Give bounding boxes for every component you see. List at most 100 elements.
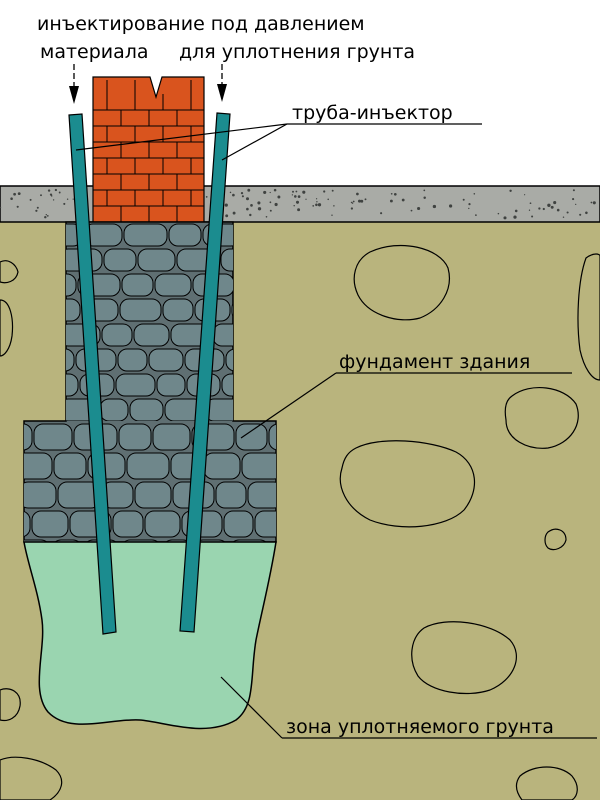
gravel-speck <box>72 198 74 200</box>
gravel-speck <box>351 202 354 204</box>
gravel-speck <box>317 203 322 207</box>
foundation-stone <box>254 510 276 538</box>
foundation-stone <box>223 510 254 538</box>
foundation-stone <box>66 348 75 372</box>
gravel-speck <box>247 188 251 192</box>
gravel-speck <box>40 194 42 197</box>
gravel-speck <box>547 203 551 207</box>
foundation-stone <box>53 452 87 480</box>
soil-pebbles <box>0 244 600 800</box>
gravel-speck <box>47 189 51 192</box>
leader-injector-left <box>75 123 288 151</box>
leader-lines <box>75 123 597 739</box>
pebble <box>0 756 63 800</box>
foundation-stone <box>231 302 233 318</box>
gravel-speck <box>356 192 359 196</box>
gravel-speck <box>50 195 53 197</box>
foundation-stone <box>168 223 202 247</box>
injector-pipes <box>68 112 231 635</box>
gravel-speck <box>297 195 301 198</box>
gravel-speck <box>63 202 66 205</box>
gravel-speck <box>294 195 297 198</box>
foundation-stone <box>129 398 164 421</box>
pebble <box>339 440 476 528</box>
pebble <box>353 244 450 321</box>
gravel-speck <box>542 207 545 211</box>
label-injection-line2-left: материала <box>40 41 149 63</box>
gravel-speck <box>423 189 426 192</box>
gravel-speck <box>448 204 453 208</box>
gravel-speck <box>315 198 318 200</box>
gravel-speck <box>553 201 557 205</box>
gravel-speck <box>224 203 228 207</box>
gravel-speck <box>29 198 32 201</box>
foundation-stone <box>117 348 148 372</box>
gravel-speck <box>514 209 518 213</box>
foundation-stone <box>101 323 133 347</box>
foundation-stone <box>33 423 73 451</box>
pebble <box>577 253 600 381</box>
gravel-speck <box>10 197 13 200</box>
gravel-speck <box>566 211 569 214</box>
foundation-stone <box>144 510 181 538</box>
gravel-speck <box>316 201 318 203</box>
foundation-stone <box>118 423 152 451</box>
foundation-stone <box>221 373 233 397</box>
foundation-stone <box>235 423 268 451</box>
gravel-speck <box>0 206 2 209</box>
gravel-speck <box>269 191 271 194</box>
gravel-speck <box>35 209 38 212</box>
gravel-speck <box>468 207 470 210</box>
gravel-speck <box>16 205 19 208</box>
gravel-speck <box>305 198 307 200</box>
gravel-speck <box>45 214 47 216</box>
gravel-speck <box>232 193 235 197</box>
gravel-speck <box>66 198 69 200</box>
pebble <box>515 766 578 800</box>
gravel-speck <box>312 205 315 207</box>
gravel-speck <box>46 215 49 217</box>
gravel-speck <box>331 189 334 192</box>
gravel-speck <box>529 202 532 205</box>
gravel-speck <box>232 211 236 215</box>
gravel-speck <box>225 214 229 218</box>
gravel-speck <box>462 198 465 201</box>
foundation-stone <box>162 298 194 322</box>
surface-gravel-specks <box>0 188 596 220</box>
foundation-stone <box>66 273 77 297</box>
label-injection-line1: инъектирование под давлением <box>37 13 365 35</box>
gravel-speck <box>293 204 295 207</box>
foundation-stone <box>137 248 176 272</box>
gravel-speck <box>302 190 306 194</box>
foundation-stone <box>24 481 57 509</box>
compacted-soil-zone <box>23 541 277 730</box>
foundation-stone <box>203 452 241 480</box>
foundation-stone <box>99 398 129 421</box>
pebble <box>411 621 517 695</box>
foundation-stone <box>119 298 162 322</box>
injector-pipe-right <box>179 112 231 633</box>
arrow-right <box>217 64 227 102</box>
gravel-speck <box>531 215 534 218</box>
foundation-stone <box>123 223 168 247</box>
gravel-speck <box>380 212 383 215</box>
gravel-speck <box>513 215 517 219</box>
brick-wall <box>92 76 205 223</box>
label-building-foundation: фундамент здания <box>339 351 530 373</box>
gravel-speck <box>572 198 575 201</box>
gravel-speck <box>58 191 61 194</box>
gravel-speck <box>497 212 500 215</box>
leader-injector-right <box>221 123 288 161</box>
gravel-speck <box>269 209 272 212</box>
pebble <box>0 688 21 722</box>
injection-arrows <box>69 64 227 104</box>
gravel-speck <box>352 200 355 203</box>
leader-foundation <box>240 372 337 439</box>
gravel-speck <box>269 201 272 204</box>
gravel-speck <box>323 190 326 193</box>
gravel-speck <box>475 214 477 216</box>
foundation-stone <box>134 481 172 509</box>
gravel-speck <box>274 202 278 207</box>
pebble <box>504 387 579 449</box>
gravel-speck <box>423 196 426 199</box>
